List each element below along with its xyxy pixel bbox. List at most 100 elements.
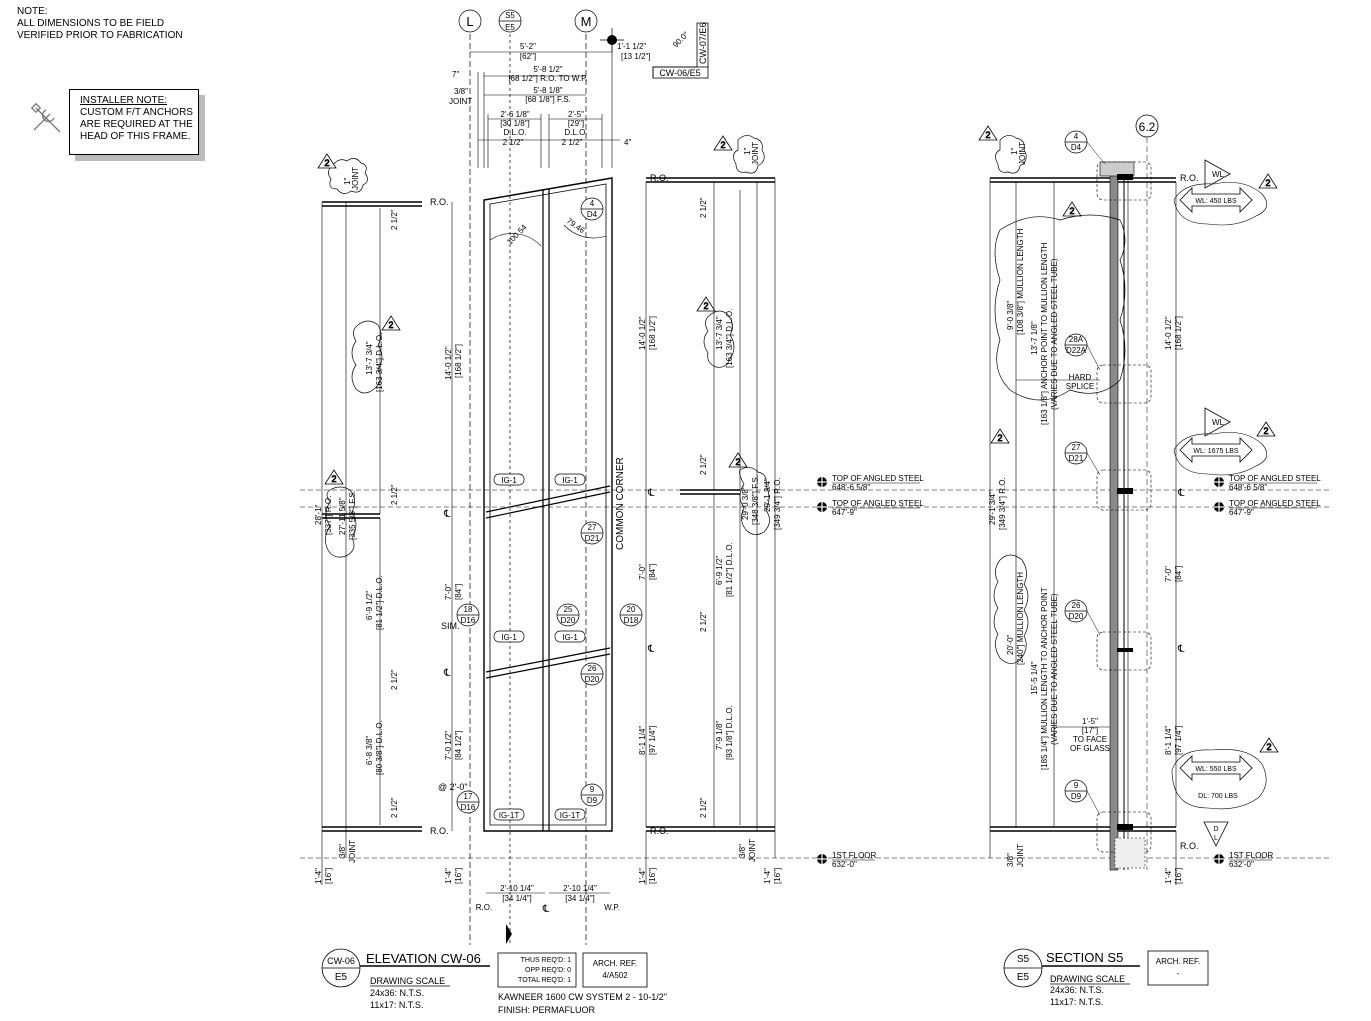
centerline-symbol: ℄ (443, 509, 451, 520)
svg-text:27: 27 (588, 523, 597, 532)
right-h1b: [168 1/2"] (648, 316, 657, 350)
left-joint-top2: JOINT (351, 167, 360, 190)
revision-delta: 2 (317, 153, 337, 169)
svg-text:9: 9 (1074, 781, 1079, 790)
scale-11x17: 11x17: N.T.S. (1050, 997, 1103, 1007)
dim-dlo-left-sub: [30 1/8"] (500, 119, 530, 128)
dim-bottom-1: 2'-10 1/4" (500, 884, 534, 893)
right-dlo3b: [93 1/8"] D.L.O. (725, 705, 734, 760)
dim-top-6: 5'-8 1/8" (533, 86, 562, 95)
svg-text:D9: D9 (587, 796, 598, 805)
right-h2: 7'-0" (638, 564, 647, 580)
svg-text:2: 2 (324, 158, 329, 168)
glass-tag: IG-1T (499, 811, 520, 820)
level-name: 1ST FLOOR (832, 851, 877, 860)
left-bot2b: JOINT (348, 840, 357, 863)
anchor-box (1096, 469, 1152, 511)
left-d4: 2 1/2" (390, 797, 399, 818)
left-bot-inner-b: [16"] (454, 868, 463, 884)
glass-tag: IG-1 (501, 476, 517, 485)
svg-text:D20: D20 (561, 616, 576, 625)
svg-text:D16: D16 (461, 616, 476, 625)
left-h1b: [168 1/2"] (454, 344, 463, 378)
scale-24x36: 24x36: N.T.S. (370, 988, 424, 998)
dim-dlo-right-sub: [29"] (568, 119, 584, 128)
right-d4: 2 1/2" (699, 797, 708, 818)
right-joint-top2: JOINT (751, 142, 760, 165)
corner-ref-bottom: CW-06/E5 (659, 68, 700, 78)
level-name: 1ST FLOOR (1229, 851, 1274, 860)
corner-ref-top: CW-07/E6 (698, 23, 708, 64)
sim-label: SIM. (441, 621, 460, 631)
right-d2: 2 1/2" (699, 454, 708, 475)
detail-callout: 4D4 (580, 197, 604, 221)
section-mullion-upper-b: [108 3/8"] MULLION LENGTH (1016, 228, 1025, 335)
left-fs: 27'-11 5/8" (338, 497, 347, 535)
title-tag-bot: E5 (335, 972, 348, 983)
svg-text:D18: D18 (624, 616, 639, 625)
load-text: DL: 700 LBS (1198, 793, 1238, 800)
dim-bottom-2: 2'-10 1/4" (563, 884, 597, 893)
right-h2b: [84"] (648, 564, 657, 580)
general-note: NOTE: ALL DIMENSIONS TO BE FIELD VERIFIE… (17, 6, 183, 42)
section-overall-b: [349 3/4"] R.O. (998, 477, 1007, 530)
centerline-symbol: ℄ (1177, 488, 1185, 499)
revision-delta: 2 (696, 296, 716, 312)
load-text: WL: 450 LBS (1195, 198, 1237, 205)
svg-text:18: 18 (464, 605, 473, 614)
load-tag: WL (1212, 170, 1225, 179)
glass-tag: IG-1 (501, 633, 517, 642)
svg-text:20: 20 (627, 605, 636, 614)
installer-note-title: INSTALLER NOTE: (80, 95, 168, 106)
svg-text:2: 2 (331, 474, 336, 484)
grid-bubble-l (458, 9, 482, 33)
right-dlo1b: [163 3/4"] D.L.O. (725, 309, 734, 368)
face-of-glass: 1'-5" (1082, 717, 1098, 726)
angle-2: 79.46 (565, 216, 587, 235)
left-ro-bot: R.O. (430, 826, 449, 836)
revision-delta: 2 (1256, 421, 1276, 437)
dim-top-6-sub: [68 1/8"] F.S. (525, 95, 571, 104)
svg-text:D22A: D22A (1066, 346, 1087, 355)
load-text: WL: 550 LBS (1195, 766, 1237, 773)
section-anchor-lower-b: [185 1/4"] MULLION LENGTH TO ANCHOR POIN… (1040, 587, 1049, 770)
section-joint-top: 1" (1010, 148, 1019, 155)
centerline-symbol: ℄ (443, 668, 451, 679)
right-dlo2b: [81 1/2"] D.L.O. (725, 542, 734, 597)
section-ref-bot: E5 (505, 23, 515, 32)
svg-text:2: 2 (1263, 426, 1268, 436)
right-d1: 2 1/2" (699, 197, 708, 218)
svg-text:2: 2 (720, 140, 725, 150)
left-joint-top: 1" (343, 178, 352, 185)
left-bot-inner: 1'-4" (444, 868, 453, 884)
mullion-section (1109, 163, 1119, 871)
elevation-frame (483, 177, 613, 832)
svg-text:26: 26 (588, 664, 597, 673)
right-bot1b: [16"] (648, 868, 657, 884)
revision-cloud (1171, 182, 1268, 810)
level-elev: 632'-0" (1229, 860, 1254, 869)
left-h3: 7'-0 1/2" (444, 731, 453, 760)
left-dlo3b: [80 3/8"] D.L.O. (375, 720, 384, 775)
left-ro-top: R.O. (430, 197, 449, 207)
svg-text:28A: 28A (1069, 335, 1084, 344)
section-anchor-upper: 13'-7 1/8" (1030, 321, 1039, 355)
face-of-glass: [17"] (1082, 726, 1098, 735)
section-right-dim: 8'-1 1/4" (1164, 726, 1173, 755)
section-overall: 29'-1 3/4" (988, 491, 997, 525)
right-dlo2: 6'-9 1/2" (715, 556, 724, 585)
dl-tag: D (1213, 826, 1218, 833)
level-elev: 647'-9" (832, 508, 857, 517)
svg-text:2: 2 (1069, 206, 1074, 216)
dim-bottom-2-sub: [34 1/4"] (565, 894, 595, 903)
svg-text:2: 2 (735, 457, 740, 467)
level-elev: 632'-0" (832, 860, 857, 869)
section-right-dim-b: [16"] (1174, 868, 1183, 884)
left-h2b: [84"] (454, 584, 463, 600)
detail-callout: 4D4 (1064, 130, 1088, 154)
anchor-box (1096, 811, 1152, 853)
